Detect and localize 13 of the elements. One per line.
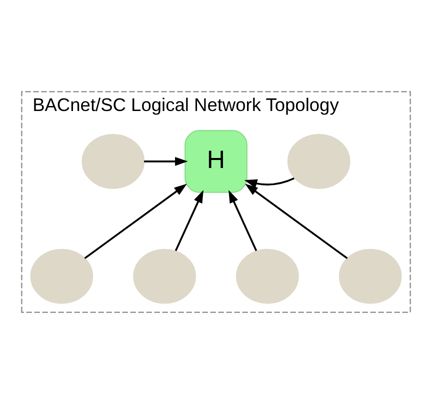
arrow <box>174 190 204 251</box>
arrow <box>228 190 258 251</box>
arrow <box>84 183 187 259</box>
node-circle <box>236 248 299 304</box>
node-box: H <box>184 130 248 192</box>
node-circle <box>287 134 350 188</box>
arrow <box>244 177 294 188</box>
node-circle <box>133 248 196 304</box>
node-circle <box>82 134 145 188</box>
node-circle <box>338 248 402 304</box>
arrow <box>144 156 188 166</box>
arrow <box>245 183 348 259</box>
node-circle <box>30 248 94 304</box>
